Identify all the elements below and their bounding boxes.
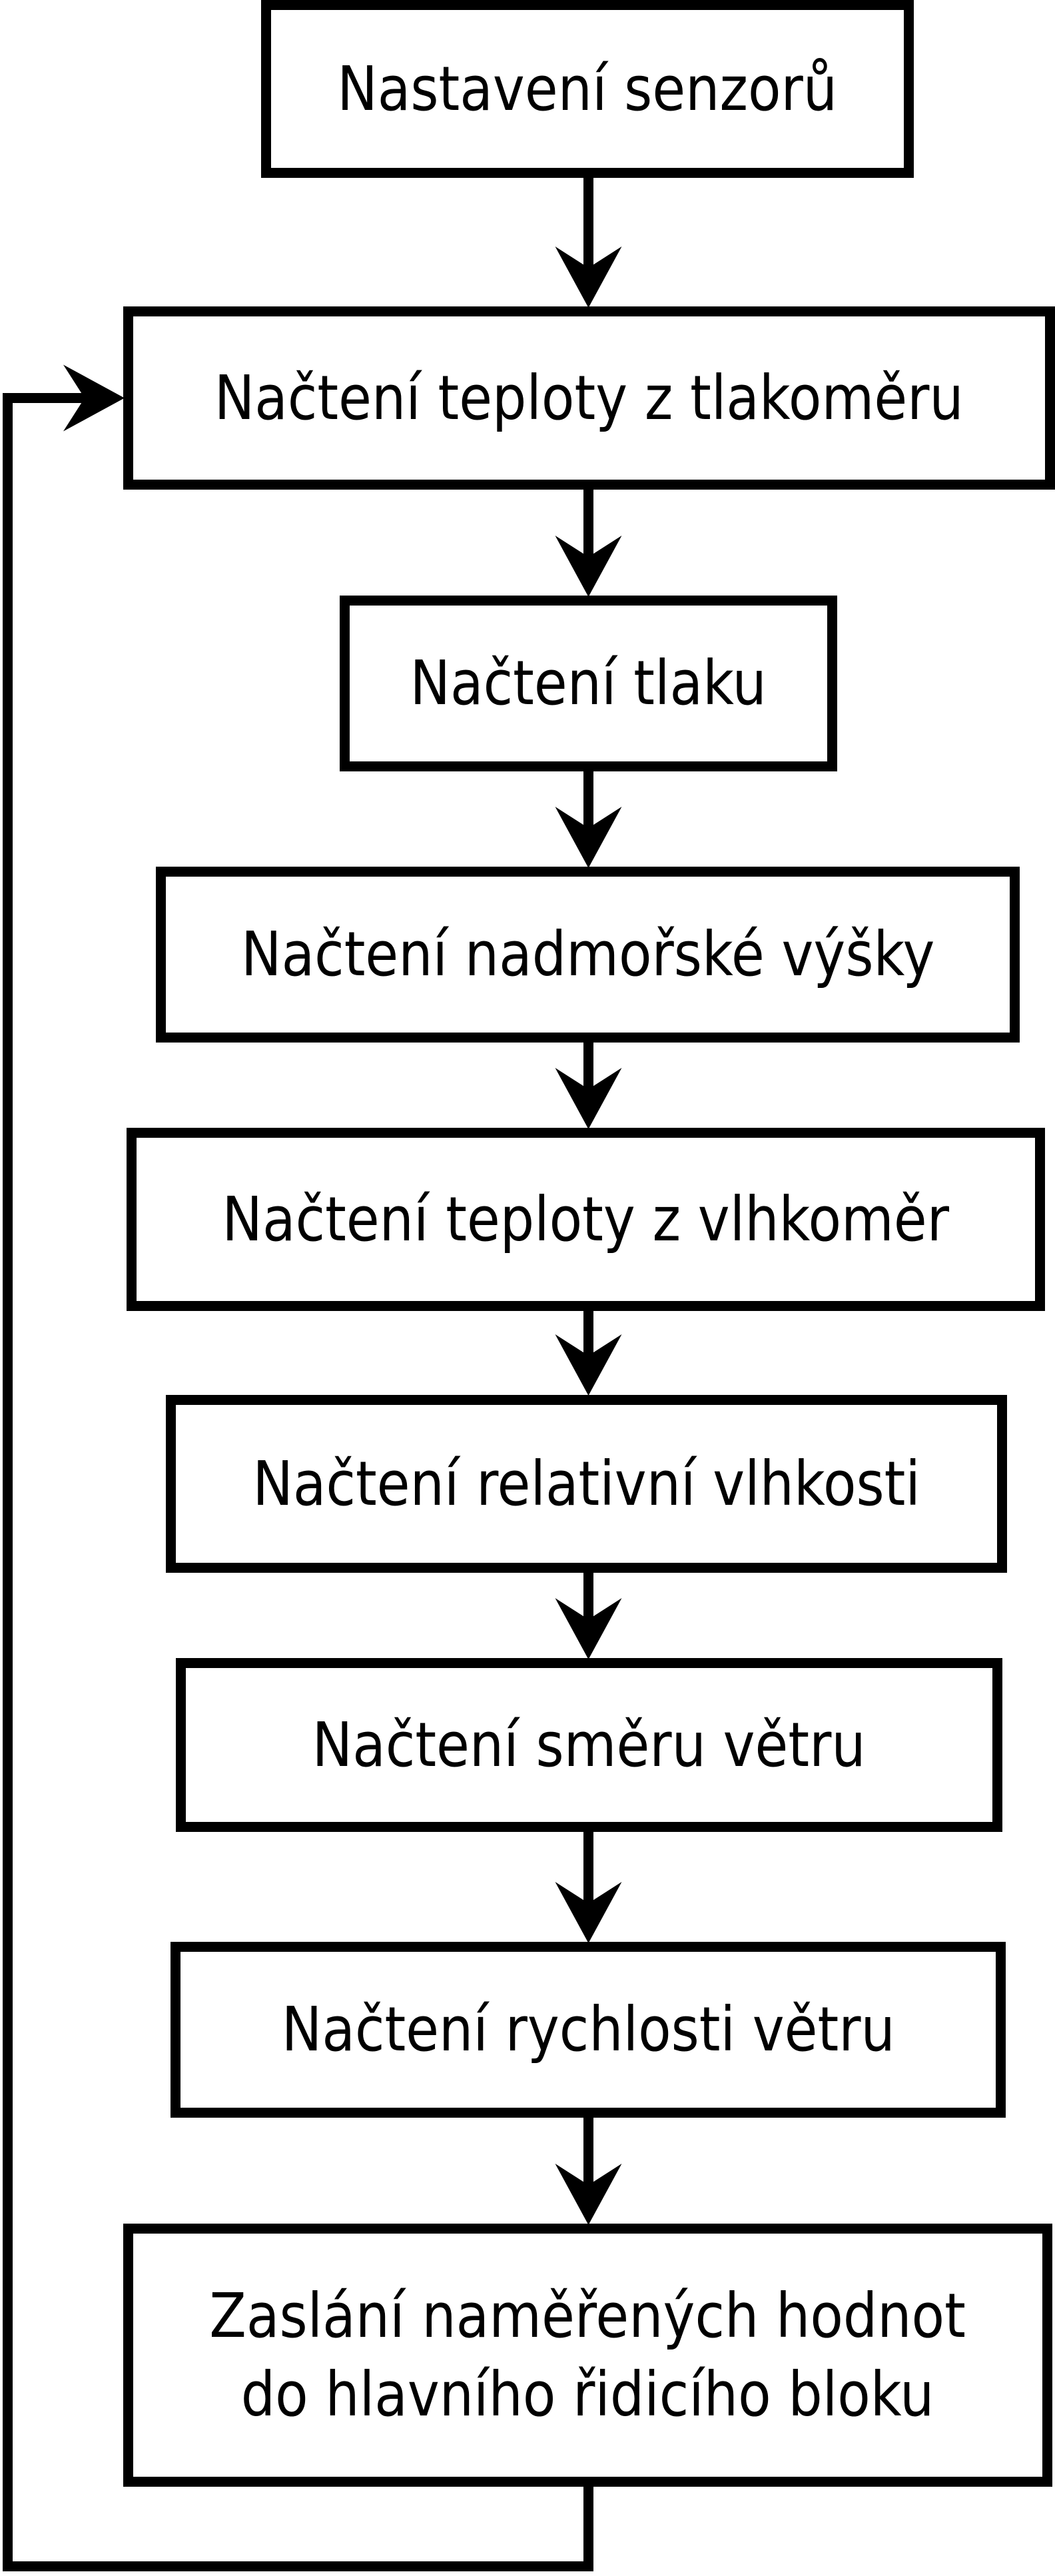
flow-node-zaslani-hodnot: Zaslání naměřených hodnot do hlavního ři…: [123, 2224, 1052, 2487]
arrow-down-3: [555, 770, 622, 868]
flow-node-nastaveni-senzoru: Nastavení senzorů: [261, 0, 914, 178]
flow-node-label: Načtení rychlosti větru: [281, 1994, 895, 2066]
arrow-down-6: [555, 1571, 622, 1659]
arrow-down-8: [555, 2116, 622, 2225]
flow-node-label: Načtení směru větru: [312, 1709, 867, 1781]
arrow-down-5: [555, 1310, 622, 1396]
arrow-down-1: [555, 177, 622, 308]
flow-node-nacteni-smeru-vetru: Načtení směru větru: [176, 1658, 1002, 1832]
flow-node-nacteni-relativni-vlhkosti: Načtení relativní vlhkosti: [166, 1395, 1007, 1573]
flow-node-label: Zaslání naměřených hodnot do hlavního ři…: [209, 2280, 966, 2430]
flow-node-nacteni-teploty-vlhkomer: Načtení teploty z vlhkoměr: [127, 1128, 1045, 1311]
flow-node-label: Načtení relativní vlhkosti: [252, 1448, 920, 1519]
flow-node-label: Načtení teploty z vlhkoměr: [222, 1183, 950, 1255]
arrow-down-4: [555, 1041, 622, 1129]
flow-node-label: Načtení nadmořské výšky: [240, 919, 935, 991]
arrow-down-2: [555, 488, 622, 597]
flow-node-nacteni-rychlosti-vetru: Načtení rychlosti větru: [171, 1942, 1006, 2118]
flow-node-label: Načtení teploty z tlakoměru: [214, 362, 964, 434]
arrow-down-7: [555, 1831, 622, 1943]
flow-node-nacteni-tlaku: Načtení tlaku: [340, 596, 837, 771]
flow-node-nacteni-nadmorske-vysky: Načtení nadmořské výšky: [156, 867, 1020, 1043]
flow-node-label: Nastavení senzorů: [337, 53, 838, 125]
flow-node-nacteni-teploty-tlakomer: Načtení teploty z tlakoměru: [123, 306, 1055, 490]
flow-node-label: Načtení tlaku: [410, 647, 767, 719]
